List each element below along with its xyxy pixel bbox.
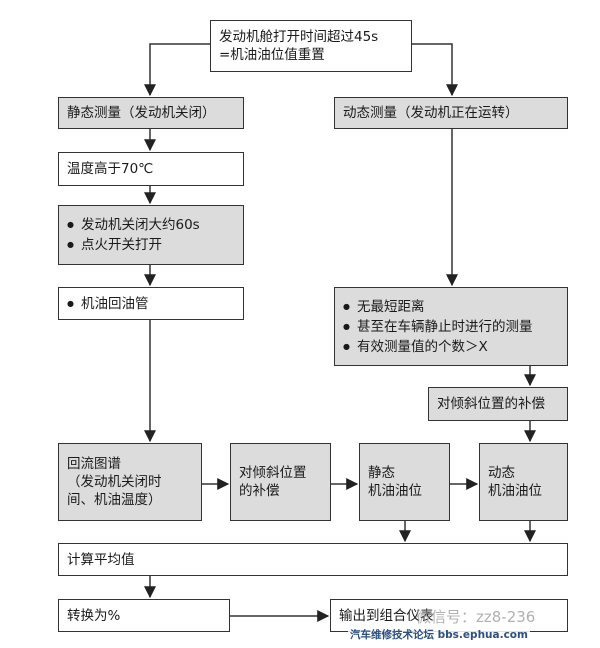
static-oil-line2: 机油油位 (368, 483, 422, 499)
list-item: 点火开关打开 (67, 236, 235, 254)
dynamic-conditions-list: 无最短距离 甚至在车辆静止时进行的测量 有效测量值的个数＞X (343, 296, 559, 358)
output-node: 输出到组合仪表 (330, 599, 568, 632)
list-item: 机油回油管 (67, 295, 235, 313)
convert-node: 转换为% (58, 599, 230, 632)
tilt-comp-mid-line2: 的补偿 (239, 483, 280, 499)
watermark-wechat: 微信号：zz8-236 (416, 608, 536, 626)
oil-return-node: 机油回油管 (58, 287, 244, 320)
temp-node: 温度高于70℃ (58, 152, 244, 186)
dynamic-oil-line2: 机油油位 (488, 483, 542, 499)
return-map-line3: 间、机油温度） (67, 492, 162, 508)
list-item: 无最短距离 (343, 298, 559, 316)
oil-return-list: 机油回油管 (67, 293, 235, 315)
start-node-line1: 发动机舱打开时间超过45s (219, 29, 379, 45)
average-node: 计算平均值 (58, 543, 568, 576)
static-measure-node: 静态测量（发动机关闭） (58, 97, 244, 129)
temp-label: 温度高于70℃ (67, 161, 154, 177)
dynamic-measure-node: 动态测量（发动机正在运转） (334, 97, 568, 129)
return-map-line2: （发动机关闭时 (67, 474, 162, 490)
watermark-site: 汽车维修技术论坛 bbs.ephua.com (348, 627, 530, 642)
dynamic-oil-node: 动态 机油油位 (479, 443, 568, 521)
static-oil-line1: 静态 (368, 465, 395, 481)
arrow-start-to-static (144, 43, 210, 97)
engine-off-node: 发动机关闭大约60s 点火开关打开 (58, 205, 244, 265)
static-measure-label: 静态测量（发动机关闭） (67, 105, 216, 121)
list-item: 发动机关闭大约60s (67, 216, 235, 234)
engine-off-list: 发动机关闭大约60s 点火开关打开 (67, 214, 235, 256)
arrow-start-to-dynamic (412, 43, 458, 97)
list-item: 有效测量值的个数＞X (343, 338, 559, 356)
tilt-comp-right-label: 对倾斜位置的补偿 (437, 396, 545, 412)
output-label: 输出到组合仪表 (339, 607, 434, 624)
dynamic-conditions-node: 无最短距离 甚至在车辆静止时进行的测量 有效测量值的个数＞X (334, 287, 568, 366)
start-node: 发动机舱打开时间超过45s =机油油位值重置 (210, 20, 412, 72)
start-node-line2: =机油油位值重置 (219, 47, 325, 63)
tilt-comp-mid-node: 对倾斜位置 的补偿 (230, 443, 331, 521)
return-map-node: 回流图谱 （发动机关闭时 间、机油温度） (58, 443, 202, 521)
return-map-line1: 回流图谱 (67, 456, 121, 472)
tilt-comp-right-node: 对倾斜位置的补偿 (428, 387, 568, 421)
dynamic-oil-line1: 动态 (488, 465, 515, 481)
static-oil-node: 静态 机油油位 (359, 443, 450, 521)
dynamic-measure-label: 动态测量（发动机正在运转） (343, 105, 519, 121)
average-label: 计算平均值 (67, 551, 135, 568)
list-item: 甚至在车辆静止时进行的测量 (343, 318, 559, 336)
tilt-comp-mid-line1: 对倾斜位置 (239, 465, 307, 481)
convert-label: 转换为% (67, 607, 121, 624)
